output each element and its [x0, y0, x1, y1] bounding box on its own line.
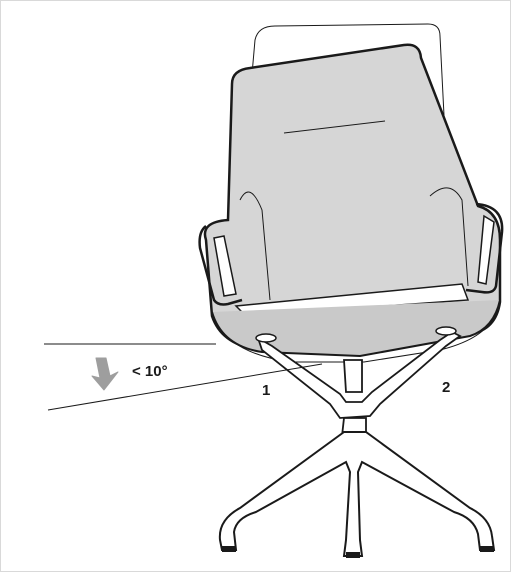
- down-arrow-icon: [91, 357, 119, 391]
- backrest-seam: [283, 120, 386, 134]
- support-arms: [256, 330, 462, 419]
- callout-1: 1: [262, 382, 270, 399]
- star-base: [218, 431, 496, 557]
- glide-left: [222, 546, 236, 552]
- backrest-inner-contour: [239, 187, 469, 301]
- angle-reference-tilted: [47, 363, 323, 411]
- armrest-right-inner: [477, 214, 495, 285]
- gas-column: [343, 359, 363, 393]
- mount-left: [255, 333, 277, 343]
- callout-2: 2: [442, 379, 450, 396]
- glide-right: [480, 546, 494, 552]
- glide-front: [346, 552, 360, 558]
- angle-label: < 10°: [132, 363, 168, 380]
- mount-right: [435, 326, 457, 336]
- armrest-right: [465, 202, 504, 294]
- armrest-left: [198, 225, 243, 306]
- armrest-left-inner: [213, 235, 237, 297]
